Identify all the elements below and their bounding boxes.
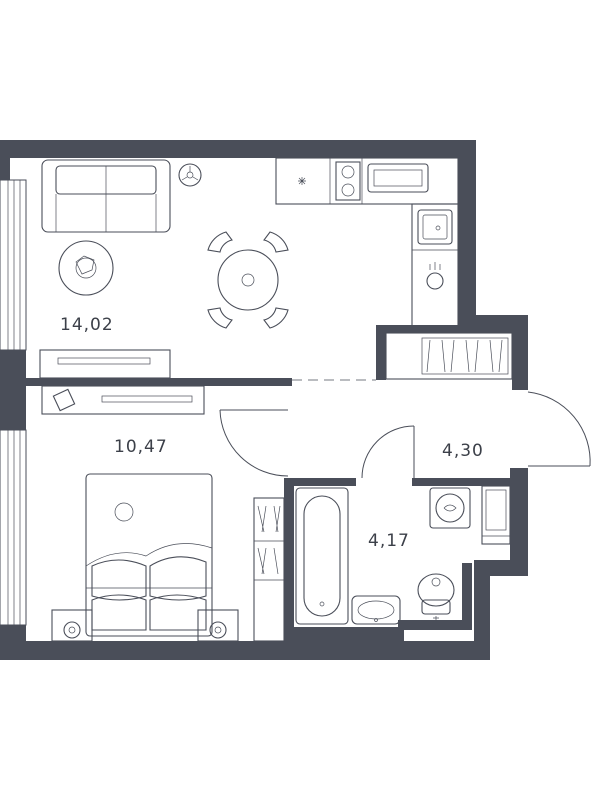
stove-icon: [335, 161, 361, 201]
nightstand-right: [197, 609, 239, 642]
lamp-icon: [63, 621, 81, 639]
wardrobe-bedroom: [253, 497, 285, 642]
walls: [0, 140, 528, 660]
pillow-bottom-right: [149, 594, 207, 631]
wall-bath-top-a: [284, 478, 356, 486]
window-bedroom: [0, 429, 27, 626]
door-bedroom-arc: [219, 409, 289, 477]
tv-stand: [39, 349, 171, 379]
dining-table: [207, 231, 289, 329]
wall-right-upper: [458, 140, 476, 325]
cat-icon: [114, 502, 134, 522]
bathtub-icon: [295, 487, 349, 625]
dining-chair-se: [263, 307, 289, 329]
wall-partition-living-bedroom: [0, 378, 292, 386]
windows: [0, 179, 27, 626]
blanket: [85, 543, 213, 589]
wall-niche-left: [376, 325, 386, 380]
wall-bath-bottom: [294, 627, 404, 641]
oven-icon: [367, 163, 429, 193]
pillow-left: [91, 559, 147, 601]
pillow-right: [149, 556, 207, 601]
wall-top: [0, 140, 476, 158]
wall-bottom: [0, 641, 490, 660]
wall-right-lower: [510, 468, 528, 576]
bedroom-furniture: [41, 385, 285, 642]
dining-chair-ne: [263, 231, 289, 253]
wall-left-bottom: [0, 625, 26, 660]
washbasin-icon: [351, 595, 401, 625]
area-label-living-kitchen: 14,02: [60, 315, 114, 335]
wall-partition-bath-left: [284, 478, 294, 641]
star-icon: [298, 177, 306, 185]
doors: [219, 379, 591, 479]
wardrobe-hall: [385, 332, 513, 380]
window-living: [0, 179, 27, 351]
wall-left-top: [0, 140, 10, 180]
kitchen-counter-side: [411, 203, 459, 327]
washing-machine-icon: [429, 487, 471, 529]
sofa: [41, 159, 171, 233]
wall-bath-top-b: [412, 478, 512, 486]
pillow-bottom-left: [91, 594, 147, 631]
door-entrance-arc: [527, 391, 591, 467]
area-label-bathroom: 4,17: [368, 531, 410, 551]
floor-lamp-icon: [178, 163, 202, 187]
wall-bath-right: [462, 563, 472, 630]
wall-bath-bottom-step: [398, 620, 468, 630]
wall-notch-top: [458, 315, 528, 333]
book-icon: [52, 388, 76, 412]
bathroom-fixtures: [295, 485, 511, 625]
boiler-icon: [481, 485, 511, 545]
fridge-icon: [426, 262, 444, 290]
dresser: [41, 385, 205, 415]
area-label-bedroom: 10,47: [114, 437, 168, 457]
area-label-hall: 4,30: [442, 441, 484, 461]
door-bath-arc: [361, 425, 415, 479]
dining-chair-nw: [207, 231, 233, 253]
sink-icon: [417, 209, 453, 245]
toilet-icon: [417, 573, 455, 620]
lamp-icon: [209, 621, 227, 639]
nightstand-left: [51, 609, 93, 642]
bed: [85, 473, 213, 637]
wall-notch-right: [512, 315, 528, 390]
kitchen-counter-top: [275, 157, 459, 205]
wall-left-mid: [0, 350, 26, 430]
coffee-table: [58, 240, 114, 296]
wall-niche-top: [376, 325, 462, 333]
dining-chair-sw: [207, 307, 233, 329]
wall-right-bottom: [474, 560, 490, 660]
living-furniture: [39, 157, 459, 379]
